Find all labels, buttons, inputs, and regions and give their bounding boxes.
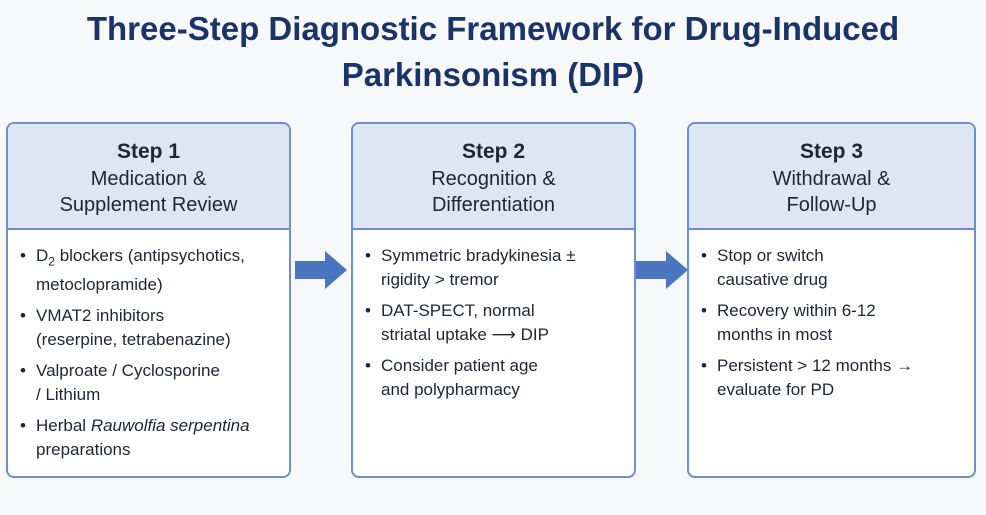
step-3-name-line-1: Withdrawal & xyxy=(772,168,891,190)
step-1-name-line-2: Supplement Review xyxy=(59,194,238,216)
list-item: • Recovery within 6-12 months in most xyxy=(701,299,974,347)
item-italic-text: Rauwolfia serpentina xyxy=(90,416,250,436)
arrow-right-icon xyxy=(293,248,349,292)
item-line-2: and polypharmacy xyxy=(381,380,520,399)
item-line-1: Stop or switch xyxy=(717,246,824,265)
item-line-1: DAT-SPECT, normal xyxy=(381,301,535,320)
bullet-icon: • xyxy=(365,246,371,265)
item-line-2: causative drug xyxy=(717,270,828,289)
item-line-2: striatal uptake ⟶ DIP xyxy=(381,325,549,344)
list-item: • DAT-SPECT, normal striatal uptake ⟶ DI… xyxy=(365,299,634,347)
item-line-2: / Lithium xyxy=(36,385,101,405)
step-2-number: Step 2 xyxy=(461,140,526,163)
bullet-icon: • xyxy=(20,246,26,265)
bullet-icon: • xyxy=(20,361,26,381)
item-line-2: rigidity > tremor xyxy=(381,270,499,289)
list-item: • Persistent > 12 months → evaluate for … xyxy=(701,354,974,402)
list-item: • VMAT2 inhibitors (reserpine, tetrabena… xyxy=(20,304,289,352)
item-line-1: Persistent > 12 months → xyxy=(717,356,914,375)
item-line-2: (reserpine, tetrabenazine) xyxy=(36,330,231,350)
list-item: • Symmetric bradykinesia ± rigidity > tr… xyxy=(365,244,634,292)
item-line-1: Herbal Rauwolfia serpentina xyxy=(36,414,289,438)
bullet-icon: • xyxy=(20,306,26,326)
list-item: • Consider patient age and polypharmacy xyxy=(365,354,634,402)
item-line-2: preparations xyxy=(36,440,131,460)
item-line-2: evaluate for PD xyxy=(717,380,835,399)
step-2-list: • Symmetric bradykinesia ± rigidity > tr… xyxy=(353,230,634,402)
item-line-1: Recovery within 6-12 xyxy=(717,301,876,320)
item-line-2: metoclopramide) xyxy=(36,275,163,295)
list-item: • D2 blockers (antipsychotics, metoclopr… xyxy=(20,244,289,297)
page-title: Three-Step Diagnostic Framework for Drug… xyxy=(0,6,986,98)
step-1-name: Medication & Supplement Review xyxy=(8,166,289,218)
bullet-icon: • xyxy=(701,246,707,265)
item-text: D xyxy=(36,246,49,265)
bullet-icon: • xyxy=(365,356,371,375)
arrow-right-icon xyxy=(634,248,690,292)
bullet-icon: • xyxy=(365,301,371,320)
step-3-name: Withdrawal & Follow-Up xyxy=(689,166,974,218)
bullet-icon: • xyxy=(701,301,707,320)
step-1-header: Step 1 Medication & Supplement Review xyxy=(8,124,289,230)
step-3-name-line-2: Follow-Up xyxy=(786,194,877,216)
step-2-header: Step 2 Recognition & Differentiation xyxy=(353,124,634,230)
step-3-header: Step 3 Withdrawal & Follow-Up xyxy=(689,124,974,230)
item-line-1: Consider patient age xyxy=(381,356,538,375)
step-1-list: • D2 blockers (antipsychotics, metoclopr… xyxy=(8,230,289,462)
step-2-name-line-2: Differentiation xyxy=(431,194,556,216)
title-line-1: Three-Step Diagnostic Framework for Drug… xyxy=(86,10,900,47)
item-line-2: months in most xyxy=(717,325,833,344)
step-2-name-line-1: Recognition & xyxy=(431,168,556,190)
step-2-name: Recognition & Differentiation xyxy=(353,166,634,218)
bullet-icon: • xyxy=(20,416,26,436)
step-1-box: Step 1 Medication & Supplement Review • … xyxy=(6,122,291,478)
item-subscript: 2 xyxy=(48,254,55,269)
item-line-1: D2 blockers (antipsychotics, xyxy=(36,244,289,273)
title-line-2: Parkinsonism (DIP) xyxy=(341,56,645,93)
list-item: • Herbal Rauwolfia serpentina preparatio… xyxy=(20,414,289,462)
item-line-1: Valproate / Cyclosporine xyxy=(36,361,220,381)
step-1-number: Step 1 xyxy=(116,140,181,163)
item-line-1: VMAT2 inhibitors xyxy=(36,306,165,326)
step-1-name-line-1: Medication & xyxy=(90,168,207,190)
item-line-1: Symmetric bradykinesia ± xyxy=(381,246,576,265)
step-2-box: Step 2 Recognition & Differentiation • S… xyxy=(351,122,636,478)
list-item: • Stop or switch causative drug xyxy=(701,244,974,292)
bullet-icon: • xyxy=(701,356,707,375)
item-text: blockers (antipsychotics, xyxy=(54,246,245,265)
list-item: • Valproate / Cyclosporine / Lithium xyxy=(20,359,289,407)
step-3-list: • Stop or switch causative drug • Recove… xyxy=(689,230,974,402)
step-3-box: Step 3 Withdrawal & Follow-Up • Stop or … xyxy=(687,122,976,478)
item-text: Herbal xyxy=(36,416,91,436)
step-3-number: Step 3 xyxy=(799,140,864,163)
